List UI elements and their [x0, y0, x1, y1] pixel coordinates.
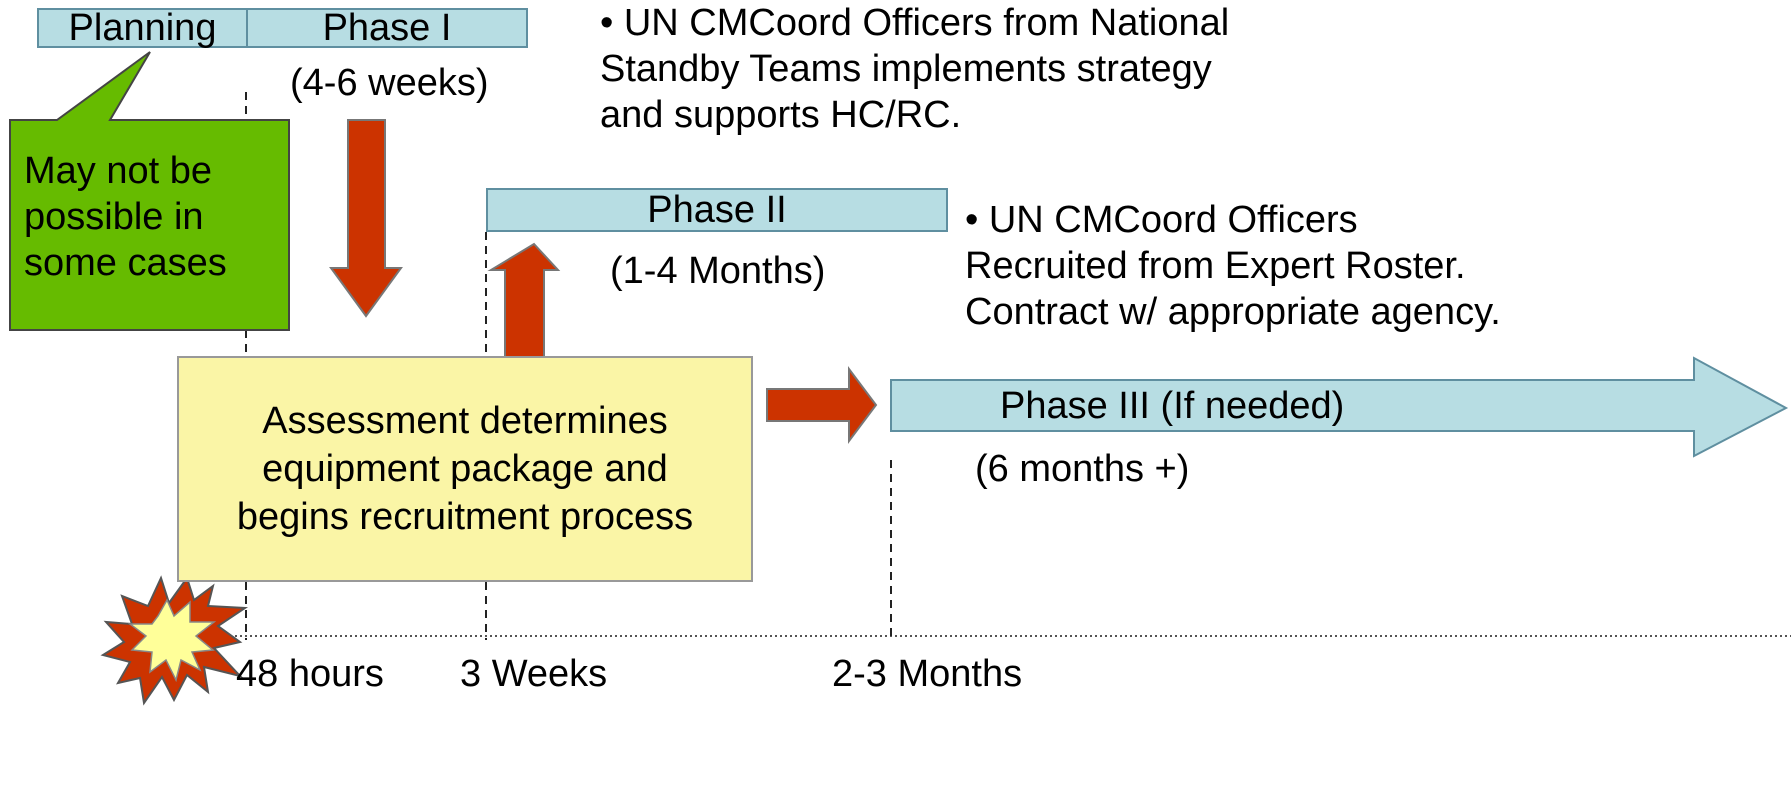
arrow-up	[487, 242, 561, 373]
note-line: Standby Teams implements strategy	[600, 48, 1212, 90]
phase-1-label: Phase I	[322, 6, 452, 49]
callout-bubble	[9, 51, 290, 331]
callout-line: possible in	[24, 196, 204, 238]
assessment-line: begins recruitment process	[236, 496, 694, 538]
phase-3-duration: (6 months +)	[975, 448, 1190, 490]
callout-line: some cases	[24, 242, 227, 284]
phase-1-duration: (4-6 weeks)	[290, 62, 489, 104]
assessment-box: Assessment determines equipment package …	[177, 356, 753, 582]
phase-3-arrow	[890, 356, 1789, 458]
callout-line: May not be	[24, 150, 212, 192]
phase-2-note: • UN CMCoord Officers Recruited from Exp…	[965, 197, 1501, 335]
note-line: Recruited from Expert Roster.	[965, 245, 1466, 287]
phase-2-box: Phase II	[486, 188, 948, 232]
tick-48-hours: 48 hours	[236, 653, 384, 695]
planning-box: Planning	[37, 6, 248, 49]
phase-1-note: • UN CMCoord Officers from National Stan…	[600, 0, 1229, 138]
assessment-line: equipment package and	[262, 448, 668, 490]
phase-2-duration: (1-4 Months)	[610, 250, 826, 292]
burst-icon-inner	[127, 598, 217, 683]
planning-label: Planning	[68, 6, 217, 49]
phase-3-label: Phase III (If needed)	[1000, 385, 1345, 427]
assessment-line: Assessment determines	[262, 400, 668, 442]
note-line: • UN CMCoord Officers from National	[600, 2, 1230, 44]
tick-2-3-months: 2-3 Months	[832, 653, 1023, 695]
arrow-down	[329, 119, 403, 318]
assessment-text: Assessment determines equipment package …	[237, 397, 693, 541]
callout-text: May not be possible in some cases	[24, 148, 227, 286]
tick-3-weeks: 3 Weeks	[460, 653, 608, 695]
note-line: • UN CMCoord Officers	[965, 199, 1358, 241]
note-line: Contract w/ appropriate agency.	[965, 291, 1501, 333]
phase-2-label: Phase II	[647, 188, 787, 231]
phase-1-box: Phase I	[246, 6, 528, 49]
arrow-right	[766, 366, 878, 444]
note-line: and supports HC/RC.	[600, 94, 962, 136]
